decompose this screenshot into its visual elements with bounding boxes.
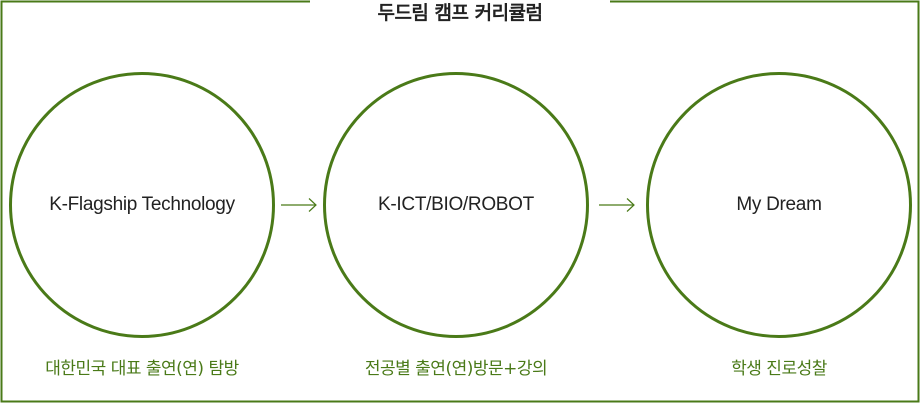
step-caption-1: 대한민국 대표 출연(연) 탐방 [45, 359, 239, 379]
step-caption-3: 학생 진로성찰 [731, 359, 827, 379]
step-circle-1: K-Flagship Technology [9, 72, 275, 338]
step-circle-3: My Dream [646, 72, 912, 338]
arrow-right-icon [281, 198, 317, 212]
step-label-2: K-ICT/BIO/ROBOT [378, 194, 534, 215]
step-circle-2: K-ICT/BIO/ROBOT [323, 72, 589, 338]
step-caption-2: 전공별 출연(연)방문+강의 [364, 359, 548, 379]
arrow-right-icon [599, 198, 635, 212]
diagram-title: 두드림 캠프 커리큘럼 [377, 2, 543, 24]
step-label-1: K-Flagship Technology [49, 194, 235, 215]
step-label-3: My Dream [736, 194, 822, 215]
